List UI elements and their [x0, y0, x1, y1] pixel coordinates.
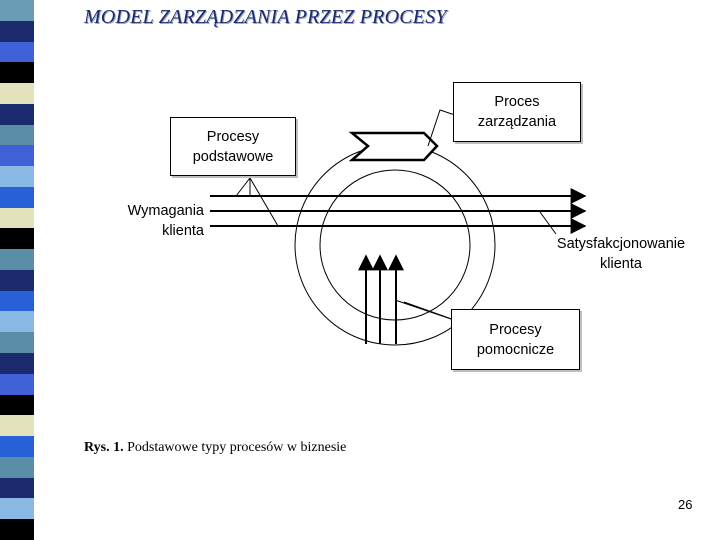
page-number: 26 — [678, 497, 692, 512]
label-wymagania-klienta: Wymagania klienta — [104, 201, 204, 241]
figure-caption-prefix: Rys. 1. — [84, 440, 124, 455]
management-chevron-icon — [352, 133, 437, 160]
box-proces-zarzadzania: Proces zarządzania — [453, 82, 581, 142]
box-proces-zarzadzania-label: Proces zarządzania — [467, 92, 567, 132]
callout-satysfakcja — [540, 212, 556, 234]
figure-caption: Rys. 1. Podstawowe typy procesów w bizne… — [84, 440, 346, 456]
label-satysfakcjonowanie-klienta: Satysfakcjonowanie klienta — [546, 234, 696, 274]
box-procesy-podstawowe-label: Procesy podstawowe — [183, 127, 283, 167]
callout-podstawowe — [236, 178, 278, 226]
figure-caption-text: Podstawowe typy procesów w biznesie — [124, 440, 347, 455]
box-procesy-pomocnicze: Procesy pomocnicze — [451, 309, 580, 370]
box-procesy-pomocnicze-label: Procesy pomocnicze — [466, 320, 566, 360]
box-procesy-podstawowe: Procesy podstawowe — [170, 117, 296, 176]
